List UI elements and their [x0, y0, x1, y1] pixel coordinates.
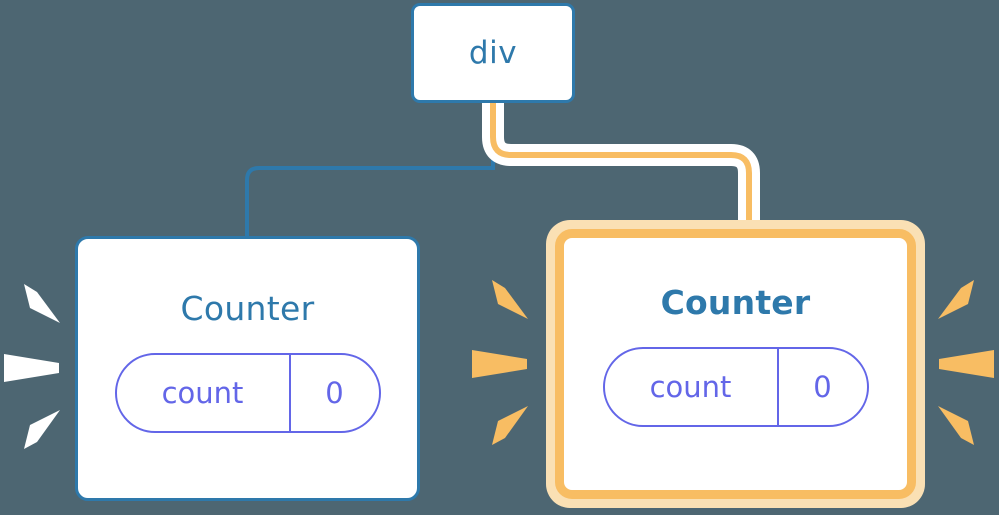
- node-counter-right-highlight-glow: Counter count 0: [546, 220, 925, 508]
- sparkle-burst-icon-right-left: [472, 280, 528, 445]
- state-value-label: 0: [776, 349, 867, 425]
- state-key-label: count: [161, 375, 244, 410]
- node-counter-left[interactable]: Counter count 0: [75, 236, 420, 501]
- sparkle-burst-icon-right-right: [938, 280, 994, 445]
- edge-div-to-counter-right-halo: [482, 103, 760, 232]
- node-div-label: div: [468, 34, 518, 71]
- state-value-label: 0: [288, 355, 379, 431]
- sparkle-burst-icon-left-white: [4, 284, 60, 449]
- node-counter-right[interactable]: Counter count 0: [555, 229, 916, 499]
- node-counter-left-label: Counter: [180, 289, 315, 328]
- node-counter-right-label: Counter: [660, 283, 811, 322]
- state-pill-counter-right: count 0: [602, 347, 869, 427]
- edge-div-to-counter-right: [490, 103, 752, 232]
- state-key-label: count: [649, 369, 732, 404]
- state-pill-counter-left: count 0: [114, 353, 381, 433]
- edge-div-to-counter-left: [245, 103, 495, 238]
- node-div[interactable]: div: [411, 3, 575, 103]
